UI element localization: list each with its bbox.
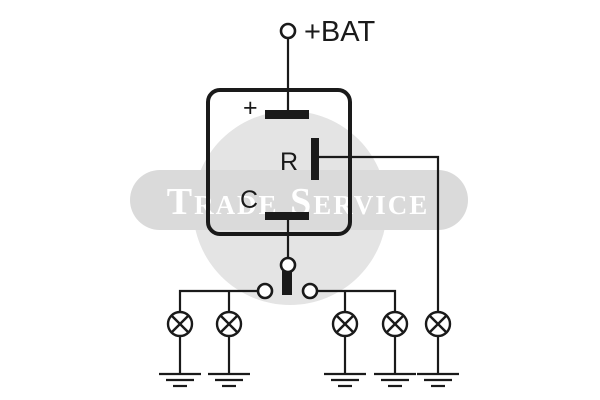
lamps [166, 310, 452, 338]
ground-icon [159, 336, 201, 388]
lamp-icon [331, 310, 359, 338]
r-terminal-bar [311, 138, 319, 180]
battery-terminal-icon [279, 22, 297, 40]
c-terminal-bar [265, 212, 309, 220]
lamp-icon [381, 310, 409, 338]
lamp-cross [385, 314, 405, 334]
switch-right-contact [301, 282, 319, 300]
ground-icon [324, 336, 366, 388]
plus-terminal-bar [265, 110, 309, 119]
switch-lever [282, 271, 292, 295]
lamp-cross [428, 314, 448, 334]
relay-box [206, 88, 352, 236]
ground-icon [374, 336, 416, 388]
lamp-cross [335, 314, 355, 334]
left-branch-wire [178, 289, 258, 312]
lamp-cross [170, 314, 190, 334]
ground-icon [417, 336, 459, 388]
battery-label: +BAT [304, 16, 375, 48]
switch-icon [256, 256, 319, 300]
grounds [159, 336, 459, 388]
watermark-band [130, 170, 468, 230]
switch-pivot [279, 256, 297, 274]
lamp-icon [166, 310, 194, 338]
c-label: C [240, 186, 258, 214]
r-wire [319, 155, 440, 312]
switch-left-contact [256, 282, 274, 300]
ground-icon [208, 336, 250, 388]
lamp-icon [424, 310, 452, 338]
right-branch-wire [317, 289, 397, 312]
r-label: R [280, 148, 298, 176]
lamp-cross [219, 314, 239, 334]
watermark: Trade Service [130, 111, 468, 305]
lamp-icon [215, 310, 243, 338]
plus-label: + [243, 94, 258, 122]
